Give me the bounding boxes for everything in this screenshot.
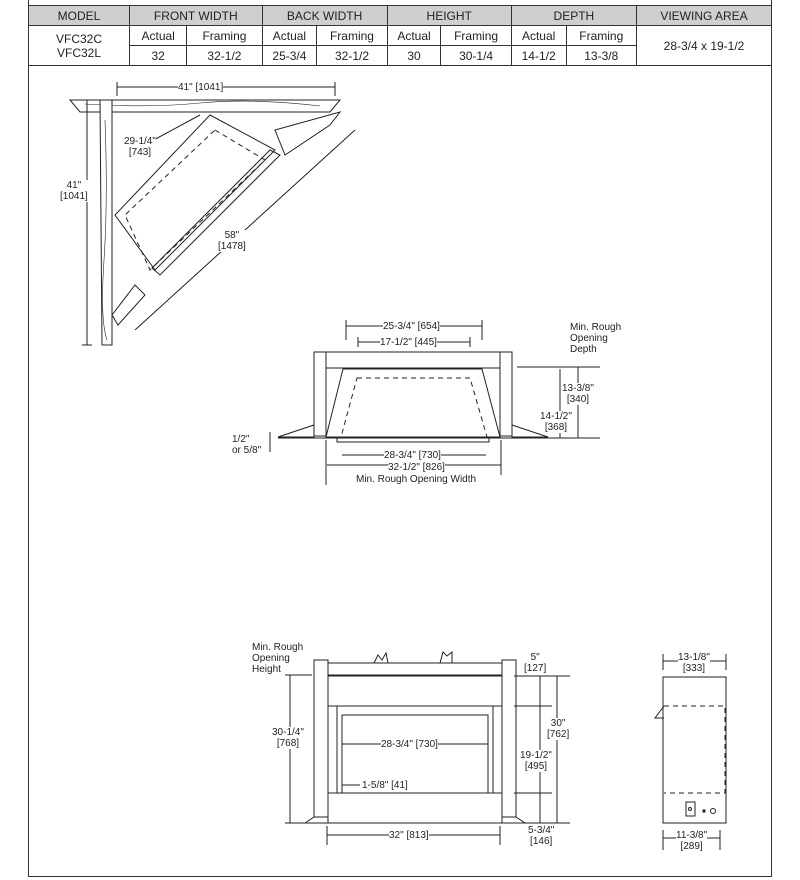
- label-rough-depth: Min. Rough Opening Depth: [570, 322, 622, 355]
- corner-view-drawing: [68, 82, 356, 346]
- dim-viewing-width: 28-3/4" [730]: [384, 450, 441, 461]
- side-view-drawing: [654, 654, 727, 850]
- dim-corner-width: 41" [1041]: [178, 82, 224, 93]
- subheader: Actual: [261, 25, 318, 46]
- dim-base: 5-3/4" [146]: [528, 825, 555, 847]
- page-frame: [28, 0, 772, 877]
- dim-back-width: 25-3/4" [654]: [383, 321, 440, 332]
- subheader: Framing: [565, 25, 638, 46]
- model: VFC32L: [56, 45, 102, 60]
- header-back-width: BACK WIDTH: [261, 5, 388, 26]
- dim-corner-diagonal: 58" [1478]: [218, 230, 246, 252]
- dim-corner-depth: 41" [1041]: [60, 180, 88, 202]
- dim-corner-side: 29-1/4" [743]: [124, 136, 156, 158]
- value-cell: 13-3/8: [565, 45, 638, 66]
- value-cell: 32-1/2: [186, 45, 263, 66]
- header-front-width: FRONT WIDTH: [129, 5, 263, 26]
- label-rough-width: Min. Rough Opening Width: [356, 474, 477, 485]
- value-cell: 30: [386, 45, 442, 66]
- viewing-area-value: 28-3/4 x 19-1/2: [636, 25, 772, 66]
- dim-wall: 1/2" or 5/8": [232, 434, 262, 456]
- dim-top: 5" [127]: [524, 652, 547, 674]
- front-view-drawing: [285, 650, 570, 845]
- header-model: MODEL: [28, 5, 130, 26]
- dim-framing-height: 30-1/4" [768]: [272, 727, 304, 749]
- dim-inner-width: 17-1/2" [445]: [380, 337, 437, 348]
- label-rough-height: Min. Rough Opening Height: [252, 642, 304, 675]
- subheader: Framing: [440, 25, 512, 46]
- model: VFC32C: [55, 31, 102, 46]
- dim-viewing-height: 19-1/2" [495]: [520, 750, 552, 772]
- subheader: Actual: [510, 25, 567, 46]
- value-cell: 32: [128, 45, 188, 66]
- dim-framing-depth: 13-3/8" [340]: [562, 383, 594, 405]
- header-height: HEIGHT: [386, 5, 512, 26]
- dim-height: 30" [762]: [547, 718, 570, 740]
- value-cell: 14-1/2: [510, 45, 567, 66]
- value-cell: 32-1/2: [316, 45, 388, 66]
- dim-rough-width: 32-1/2" [826]: [388, 462, 445, 473]
- dim-side-bottom-depth: 11-3/8" [289]: [676, 830, 708, 852]
- dim-front-viewing-width: 28-3/4" [730]: [381, 739, 438, 750]
- dim-bottom-offset: 1-5/8" [41]: [362, 780, 408, 791]
- specs-table: MODEL FRONT WIDTH BACK WIDTH HEIGHT DEPT…: [28, 5, 772, 66]
- dim-front-width: 32" [813]: [389, 830, 429, 841]
- subheader: Framing: [316, 25, 388, 46]
- dim-actual-depth: 14-1/2" [368]: [540, 411, 572, 433]
- header-viewing-area: VIEWING AREA: [636, 5, 772, 26]
- value-cell: 30-1/4: [440, 45, 512, 66]
- dim-side-top-depth: 13-1/8" [333]: [678, 652, 710, 674]
- value-cell: 25-3/4: [261, 45, 318, 66]
